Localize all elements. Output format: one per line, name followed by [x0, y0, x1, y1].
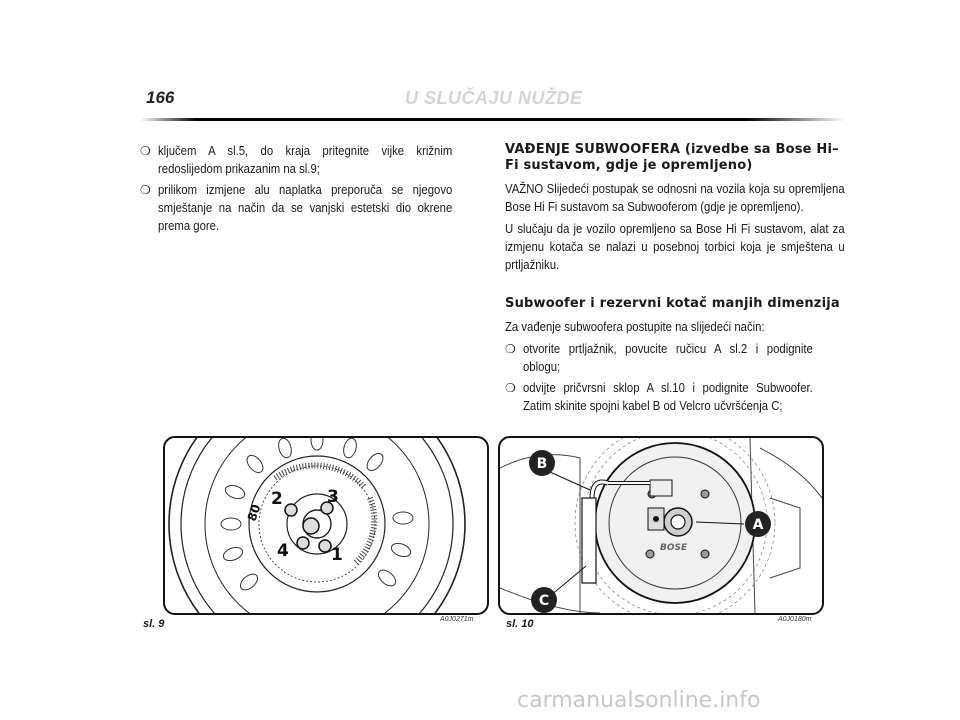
wheel-illustration: 1 2 3 4 80 — [168, 438, 466, 613]
figure-wheel-bolts: 1 2 3 4 80 — [163, 436, 489, 615]
section-heading: VAĐENJE SUBWOOFERA (izvedbe sa Bose Hi–F… — [505, 142, 839, 173]
bullet-text: prilikom izmjene alu naplatka preporuča … — [158, 183, 453, 233]
header-rule — [140, 118, 845, 121]
bullet-text: odvijte pričvrsni sklop A sl.10 i podign… — [523, 381, 813, 413]
bullet-icon: ❍ — [140, 144, 151, 158]
figure-subwoofer: BOSE A B C — [498, 436, 824, 615]
bullet-text: otvorite prtljažnik, povucite ručicu A s… — [523, 342, 813, 374]
bullet-icon: ❍ — [505, 342, 516, 356]
bolt-label-3: 3 — [327, 487, 339, 507]
left-column: ❍ ključem A sl.5, do kraja pritegnite vi… — [140, 142, 485, 238]
callout-a: A — [753, 517, 764, 533]
chapter-title: U SLUČAJU NUŽDE — [405, 88, 583, 108]
list-item: ❍ odvijte pričvrsni sklop A sl.10 i podi… — [505, 379, 845, 415]
spacer — [505, 278, 845, 296]
right-column: VAĐENJE SUBWOOFERA (izvedbe sa Bose Hi–F… — [505, 142, 845, 418]
bolt-label-1: 1 — [331, 545, 343, 565]
figure-caption: sl. 9 — [143, 618, 165, 630]
list-item: ❍ prilikom izmjene alu naplatka preporuč… — [140, 181, 485, 235]
bullet-icon: ❍ — [505, 381, 516, 395]
paragraph: U slučaju da je vozilo opremljeno sa Bos… — [505, 222, 845, 272]
subwoofer-illustration: BOSE A B C — [500, 438, 822, 613]
page-number: 166 — [146, 88, 175, 107]
paragraph: VAŽNO Slijedeći postupak se odnosni na v… — [505, 182, 845, 214]
watermark: carmanualsonline.info — [517, 688, 761, 713]
rim-label: 80 — [245, 503, 264, 523]
bullet-icon: ❍ — [140, 183, 151, 197]
bolt-label-2: 2 — [271, 489, 283, 509]
figure-code: A0J0271m — [440, 616, 474, 623]
figure-caption: sl. 10 — [506, 618, 534, 630]
callout-b: B — [537, 456, 548, 472]
figure-code: A0J0180m — [778, 616, 812, 623]
bullet-text: ključem A sl.5, do kraja pritegnite vijk… — [158, 144, 453, 176]
bose-logo: BOSE — [660, 543, 688, 553]
section-heading: Subwoofer i rezervni kotač manjih dimenz… — [505, 296, 840, 311]
list-item: ❍ ključem A sl.5, do kraja pritegnite vi… — [140, 142, 485, 178]
bolt-label-4: 4 — [277, 541, 289, 561]
callout-c: C — [539, 593, 549, 609]
paragraph: Za vađenje subwoofera postupite na slije… — [505, 320, 765, 334]
list-item: ❍ otvorite prtljažnik, povucite ručicu A… — [505, 340, 845, 376]
